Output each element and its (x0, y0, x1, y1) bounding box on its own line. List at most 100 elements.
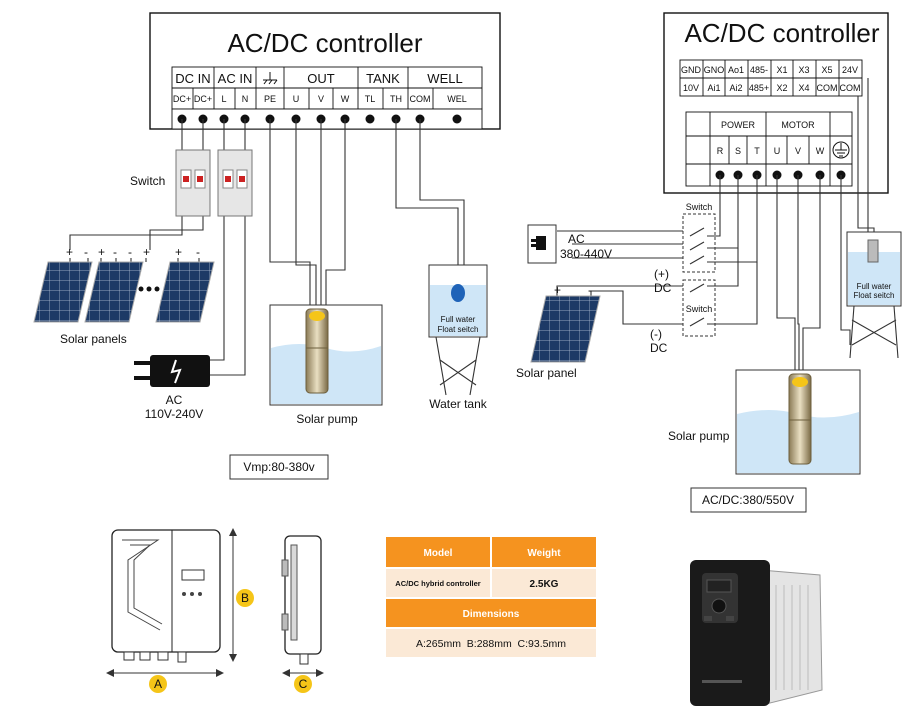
term-com: COM (410, 94, 431, 104)
svg-text:Ao1: Ao1 (728, 65, 744, 75)
svg-text:-: - (84, 245, 88, 259)
svg-text:485-: 485- (750, 65, 768, 75)
solar-panels-label: Solar panels (60, 332, 127, 346)
svg-text:Ai2: Ai2 (729, 83, 742, 93)
group-tank: TANK (366, 71, 400, 86)
right-switch2-label: Switch (686, 304, 713, 314)
term-s: S (735, 146, 741, 156)
spec-weight-value: 2.5KG (530, 579, 559, 590)
term-u: U (293, 94, 300, 104)
dimension-c-label: C (299, 677, 308, 691)
right-panel-minus: - (588, 283, 592, 297)
dimension-b-label: B (241, 591, 249, 605)
dimension-b-arrow (229, 528, 254, 662)
spec-col-weight: Weight (527, 548, 561, 559)
term-l: L (221, 94, 226, 104)
dimension-a-arrow (106, 669, 224, 693)
solar-panel-1 (33, 261, 93, 323)
dc-pos-label: DC (654, 281, 672, 295)
right-panel-plus: + (554, 283, 561, 297)
svg-text:X4: X4 (798, 83, 809, 93)
right-wires (556, 78, 875, 370)
right-solar-panel (530, 295, 601, 363)
solar-panel-3 (155, 261, 215, 323)
right-pump-icon (788, 373, 812, 465)
dc-neg-sign: (-) (650, 327, 662, 341)
group-ac-in: AC IN (218, 71, 253, 86)
term-t: T (754, 146, 760, 156)
controller-front-view (111, 529, 221, 663)
left-panel-leads (69, 258, 200, 262)
svg-text:Ai1: Ai1 (707, 83, 720, 93)
term-n: N (242, 94, 249, 104)
left-float-line1: Full water (441, 315, 476, 324)
term-wel: WEL (447, 94, 467, 104)
ac-plug-icon (134, 355, 210, 387)
right-ac-label: AC (568, 232, 585, 246)
svg-text:-: - (196, 245, 200, 259)
solar-panel-2 (84, 261, 144, 323)
left-switch-label: Switch (130, 174, 165, 188)
svg-text:24V: 24V (842, 65, 858, 75)
svg-text:GND: GND (681, 65, 702, 75)
term-r: R (717, 146, 724, 156)
right-switch-ac (682, 213, 716, 273)
io-row-2: 10V Ai1 Ai2 485+ X2 X4 COM COM (683, 83, 861, 93)
left-controller: AC/DC controller DC IN AC IN OUT TANK WE… (149, 12, 501, 130)
svg-text:485+: 485+ (749, 83, 769, 93)
right-switch-dc (682, 279, 716, 337)
term-motor-u: U (774, 146, 781, 156)
power-label: POWER (721, 120, 756, 130)
left-ac-label: AC (166, 393, 183, 407)
panel-signs: + - + - + - + - (66, 245, 200, 259)
water-tank-label: Water tank (429, 397, 488, 411)
water-tank (428, 264, 488, 396)
group-well: WELL (427, 71, 462, 86)
dc-neg-label: DC (650, 341, 668, 355)
svg-text:+: + (143, 245, 150, 259)
spec-dimensions-value: A:265mm B:288mm C:93.5mm (416, 638, 566, 650)
term-dc-plus-2: DC+ (194, 94, 212, 104)
io-row-1: GND GNO Ao1 485- X1 X3 X5 24V (681, 65, 858, 75)
term-w: W (341, 94, 350, 104)
right-solar-label: Solar panel (516, 366, 577, 380)
left-switch-dc (175, 149, 211, 217)
dimension-a-label: A (154, 677, 162, 691)
term-motor-w: W (816, 146, 825, 156)
panel-ellipsis (138, 286, 160, 292)
right-ac-plug-icon (527, 224, 557, 264)
svg-text:COM: COM (817, 83, 838, 93)
right-voltage-label: AC/DC:380/550V (702, 493, 794, 507)
term-pe: PE (264, 94, 276, 104)
ground-symbol-icon (263, 72, 278, 85)
svg-text:-: - (128, 245, 132, 259)
vmp-label: Vmp:80-380v (243, 460, 314, 474)
left-float-line2: Float seitch (438, 325, 479, 334)
svg-text:X3: X3 (798, 65, 809, 75)
term-dc-plus-1: DC+ (173, 94, 191, 104)
spec-dim-header: Dimensions (463, 609, 520, 620)
svg-text:X2: X2 (776, 83, 787, 93)
svg-text:+: + (66, 245, 73, 259)
group-out: OUT (307, 71, 335, 86)
controller-side-view (281, 535, 322, 665)
svg-text:GNO: GNO (704, 65, 725, 75)
svg-text:X5: X5 (821, 65, 832, 75)
left-ac-voltage: 110V-240V (145, 407, 204, 421)
term-th: TH (390, 94, 402, 104)
right-controller: AC/DC controller GND GNO Ao1 485- X1 X3 … (663, 12, 889, 194)
motor-label: MOTOR (781, 120, 815, 130)
right-switch1-label: Switch (686, 202, 713, 212)
right-controller-title: AC/DC controller (684, 18, 879, 48)
group-dc-in: DC IN (175, 71, 210, 86)
product-photo (690, 560, 823, 706)
svg-text:+: + (98, 245, 105, 259)
right-voltage-box (690, 487, 807, 513)
left-wires (69, 119, 465, 376)
earth-ground-icon (832, 141, 850, 159)
term-tl: TL (365, 94, 376, 104)
spec-table (386, 537, 596, 657)
vmp-box (229, 454, 329, 480)
svg-text:+: + (175, 245, 182, 259)
